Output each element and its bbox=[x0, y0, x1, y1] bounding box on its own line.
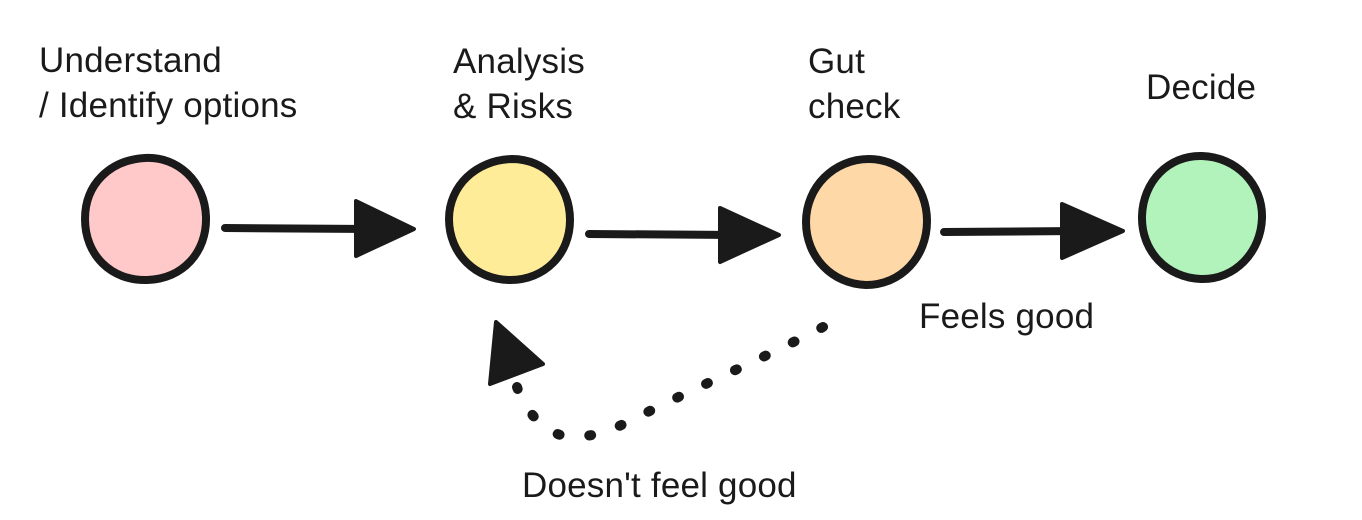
node-analysis-circle bbox=[445, 155, 574, 284]
label-gut-check: Gut check bbox=[808, 39, 900, 129]
node-decide-circle bbox=[1137, 151, 1267, 284]
node-gut bbox=[802, 155, 931, 289]
node-understand bbox=[81, 153, 211, 285]
label-gut-line-2: check bbox=[808, 87, 901, 126]
edge-label-doesnt-feel-good: Doesn't feel good bbox=[522, 466, 797, 505]
label-gut-line-1: Gut bbox=[808, 42, 866, 81]
node-analysis bbox=[445, 155, 574, 284]
label-analysis-line-2: & Risks bbox=[453, 87, 574, 126]
label-decide: Decide bbox=[1146, 65, 1256, 110]
arrow-analysis-to-gut bbox=[585, 206, 781, 264]
arrow-gut-to-decide bbox=[940, 202, 1125, 260]
label-analysis-line-1: Analysis bbox=[453, 42, 585, 81]
label-understand-line-1: Understand bbox=[39, 41, 222, 80]
edge-label-feels-good: Feels good bbox=[919, 297, 1095, 336]
arrow-gut-back-to-analysis bbox=[488, 320, 828, 442]
label-analysis: Analysis & Risks bbox=[453, 39, 585, 129]
arrow-understand-to-analysis bbox=[221, 199, 416, 258]
node-understand-circle bbox=[81, 153, 211, 285]
label-understand: Understand / Identify options bbox=[39, 38, 297, 128]
node-decide bbox=[1137, 151, 1267, 284]
node-gut-circle bbox=[802, 155, 931, 289]
label-understand-line-2: / Identify options bbox=[39, 86, 298, 125]
label-decide-line-1: Decide bbox=[1146, 68, 1257, 107]
